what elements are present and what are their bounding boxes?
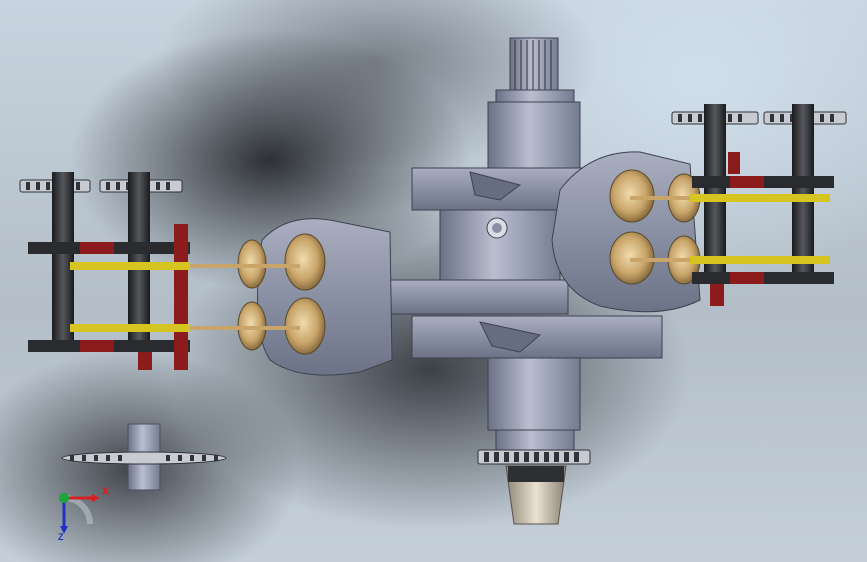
coordinate-triad — [59, 493, 100, 534]
x-axis-label: X — [102, 486, 110, 498]
left-cylinder-head[interactable] — [237, 218, 393, 376]
loose-sprocket[interactable] — [61, 423, 227, 491]
right-cylinder-head[interactable] — [551, 151, 701, 313]
right-valve-train[interactable] — [671, 104, 847, 306]
left-valve-train[interactable] — [19, 172, 190, 370]
crankcase[interactable] — [387, 37, 663, 451]
z-axis-label: Z — [58, 532, 64, 542]
y-axis-dot — [59, 493, 69, 503]
lower-sprocket[interactable] — [477, 449, 591, 465]
left-push-rods[interactable] — [175, 264, 300, 330]
splined-shaft[interactable] — [509, 37, 559, 93]
